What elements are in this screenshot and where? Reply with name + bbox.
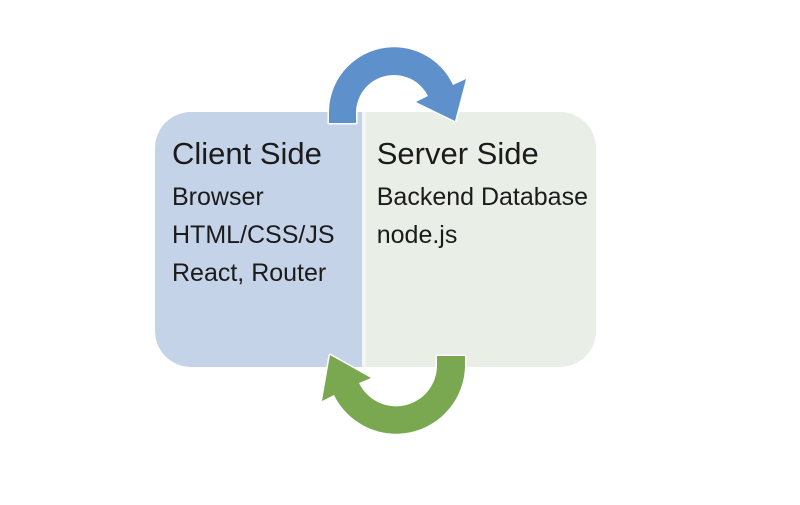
client-item-browser: Browser <box>172 183 264 211</box>
server-side-panel: Server Side Backend Database node.js <box>365 112 596 367</box>
client-server-box: Client Side Browser HTML/CSS/JS React, R… <box>155 112 596 367</box>
client-item-html-css-js: HTML/CSS/JS <box>172 221 335 249</box>
client-side-items: Browser HTML/CSS/JS React, Router <box>172 178 354 292</box>
server-item-node-js: node.js <box>376 221 458 249</box>
client-side-title: Client Side <box>172 136 322 171</box>
panel-divider <box>361 112 366 367</box>
server-side-items: Backend Database node.js <box>377 178 588 254</box>
server-item-backend-database: Backend Database <box>376 183 588 211</box>
server-side-title: Server Side <box>376 136 539 171</box>
client-item-react-router: React, Router <box>172 259 327 287</box>
client-side-panel: Client Side Browser HTML/CSS/JS React, R… <box>155 112 362 367</box>
